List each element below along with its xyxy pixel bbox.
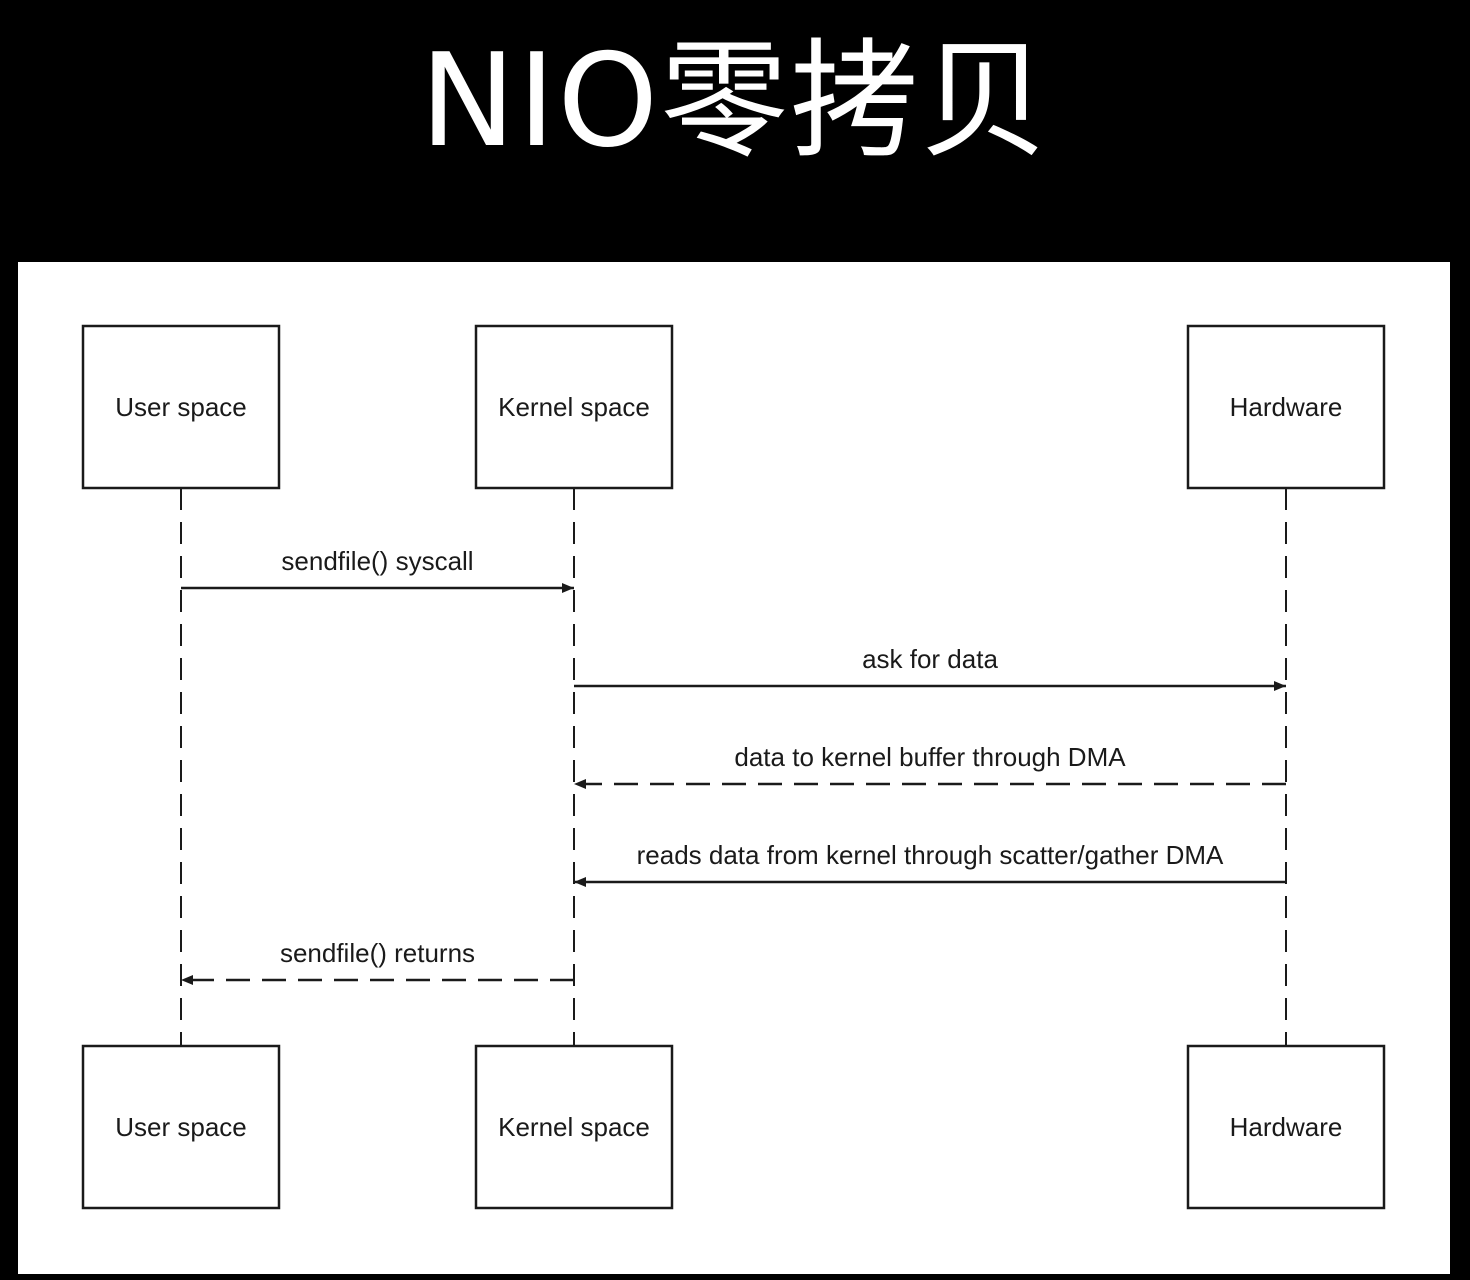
participant-label-user-bottom: User space: [115, 1112, 247, 1142]
participant-label-user-top: User space: [115, 392, 247, 422]
participant-label-kernel-bottom: Kernel space: [498, 1112, 650, 1142]
participant-label-hw-bottom: Hardware: [1230, 1112, 1343, 1142]
participant-label-hw-top: Hardware: [1230, 392, 1343, 422]
participant-box-hw-bottom: [1186, 1044, 1386, 1210]
participant-box-kernel-top: [474, 324, 674, 490]
participant-box-kernel-bottom: [474, 1044, 674, 1210]
participant-label-kernel-top: Kernel space: [498, 392, 650, 422]
page-title: NIO零拷贝: [419, 27, 1051, 176]
message-label-5: sendfile() returns: [280, 938, 475, 968]
participant-box-user-top: [81, 324, 281, 490]
message-label-1: sendfile() syscall: [281, 546, 473, 576]
message-label-4: reads data from kernel through scatter/g…: [637, 840, 1224, 870]
participant-box-user-bottom: [81, 1044, 281, 1210]
participant-box-hw-top: [1186, 324, 1386, 490]
message-label-3: data to kernel buffer through DMA: [734, 742, 1126, 772]
message-label-2: ask for data: [862, 644, 998, 674]
